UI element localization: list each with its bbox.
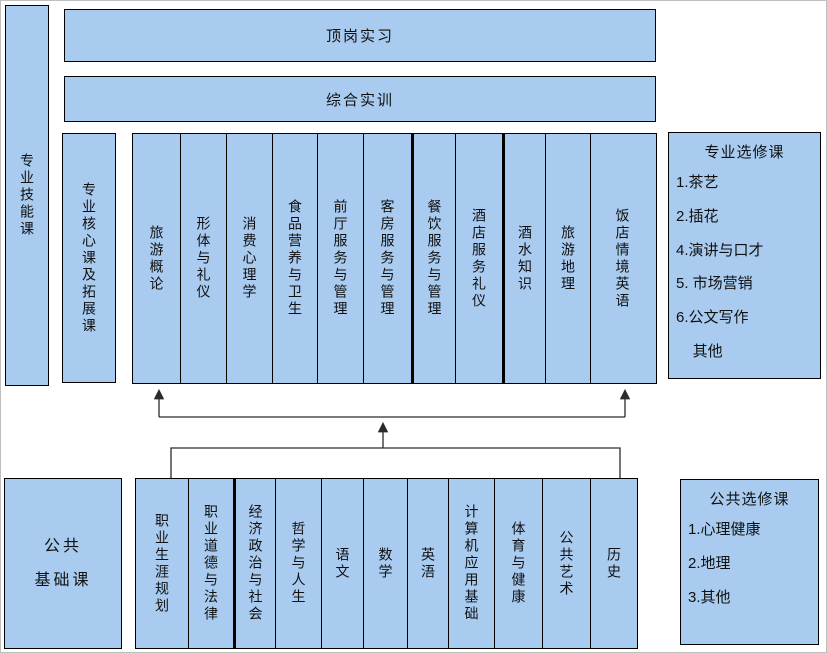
bar-comprehensive-training: 综合实训: [64, 76, 656, 122]
course-column-label: 酒店服务礼仪: [471, 207, 487, 310]
box-public-electives: 公共选修课 1.心理健康 2.地理 3.其他: [680, 479, 819, 645]
course-column: 餐饮服务与管理: [411, 134, 455, 383]
course-column-label: 语文: [334, 546, 351, 581]
course-column: 前厅服务与管理: [317, 134, 363, 383]
elective-item: 1.心理健康: [688, 521, 761, 538]
course-column: 酒店服务礼仪: [455, 134, 502, 383]
public-basic-courses-line2: 基础课: [34, 571, 92, 589]
elective-item: 4.演讲与口才: [676, 241, 764, 259]
elective-item: 其他: [676, 342, 723, 360]
bar-professional-skill-course: 专业技能课: [5, 5, 49, 386]
course-column-label: 食品营养与卫生: [287, 199, 303, 318]
elective-item: 2.插花: [676, 207, 719, 225]
course-column-label: 职业道德与法律: [203, 504, 219, 623]
bar-professional-skill-course-label: 专业技能课: [19, 153, 35, 238]
course-column: 食品营养与卫生: [272, 134, 317, 383]
public-electives-list: 1.心理健康 2.地理 3.其他: [681, 513, 818, 614]
course-column: 英浯: [407, 479, 448, 648]
box-public-basic-courses: 公共 基础课: [4, 478, 122, 649]
course-column-label: 旅游地理: [560, 224, 576, 293]
lower-bracket-line: [170, 447, 621, 478]
elective-item: 2.地理: [688, 554, 731, 572]
course-column: 客房服务与管理: [363, 134, 411, 383]
course-column: 经济政治与社会: [233, 479, 275, 648]
bar-core-extension-courses-label: 专业核心课及拓展课: [81, 181, 97, 335]
professional-electives-list: 1.茶艺 2.插花 4.演讲与口才 5. 市场营销 6.公文写作 其他: [669, 166, 820, 369]
course-column: 语文: [321, 479, 363, 648]
course-column-label: 公共艺术: [558, 529, 575, 598]
bar-core-extension-courses: 专业核心课及拓展课: [62, 133, 116, 383]
course-column-label: 饭店情境英语: [614, 207, 631, 310]
course-column: 旅游概论: [133, 134, 180, 383]
professional-electives-title: 专业选修课: [704, 144, 785, 161]
course-column: 旅游地理: [545, 134, 590, 383]
bar-comprehensive-training-label: 综合实训: [325, 91, 394, 109]
public-electives-title: 公共选修课: [709, 491, 790, 508]
course-column: 职业生涯规划: [136, 479, 188, 648]
core-course-columns: 旅游概论 形体与礼仪 消费心理学 食品营养与卫生 前厅服务与管理 客房服务与管理 餐饮服务与…: [132, 133, 657, 384]
course-column-label: 旅游概论: [148, 224, 165, 293]
course-column-label: 形体与礼仪: [195, 216, 212, 301]
course-column-label: 计算机应用基础: [463, 504, 480, 623]
course-column-label: 数学: [377, 546, 394, 581]
elective-item: 1.茶艺: [676, 174, 719, 191]
course-column: 计算机应用基础: [448, 479, 494, 648]
base-course-columns: 职业生涯规划 职业道德与法律 经济政治与社会 哲学与人生 语文数学英浯 计算机应用基础 体育…: [135, 478, 638, 649]
course-column-label: 职业生涯规划: [154, 512, 170, 615]
course-column-label: 消费心理学: [241, 216, 258, 301]
course-column: 体育与健康: [494, 479, 542, 648]
course-column: 酒水知识: [502, 134, 545, 383]
course-column-label: 英浯: [420, 546, 436, 581]
course-column: 职业道德与法律: [188, 479, 233, 648]
course-column-label: 酒水知识: [517, 224, 533, 293]
course-column-label: 餐饮服务与管理: [426, 199, 443, 318]
course-column: 公共艺术: [542, 479, 590, 648]
elective-item: 5. 市场营销: [676, 275, 753, 293]
course-column: 历史: [590, 479, 637, 648]
course-column: 消费心理学: [226, 134, 272, 383]
elective-item: 3.其他: [688, 588, 731, 606]
public-basic-courses-line1: 公共: [43, 537, 82, 555]
course-column: 数学: [363, 479, 407, 648]
elective-item: 6.公文写作: [676, 309, 749, 326]
course-column-label: 体育与健康: [510, 521, 527, 606]
course-column-label: 经济政治与社会: [247, 504, 264, 623]
box-professional-electives: 专业选修课 1.茶艺 2.插花 4.演讲与口才 5. 市场营销 6.公文写作 其他: [668, 132, 821, 379]
course-column-label: 客房服务与管理: [379, 199, 396, 318]
course-column: 形体与礼仪: [180, 134, 226, 383]
course-column: 哲学与人生: [275, 479, 321, 648]
course-column-label: 哲学与人生: [290, 521, 307, 606]
course-column-label: 历史: [606, 546, 622, 581]
course-column-label: 前厅服务与管理: [332, 199, 349, 318]
bar-internship-label: 顶岗实习: [325, 28, 394, 45]
bar-internship: 顶岗实习: [64, 9, 656, 62]
course-column: 饭店情境英语: [590, 134, 654, 383]
